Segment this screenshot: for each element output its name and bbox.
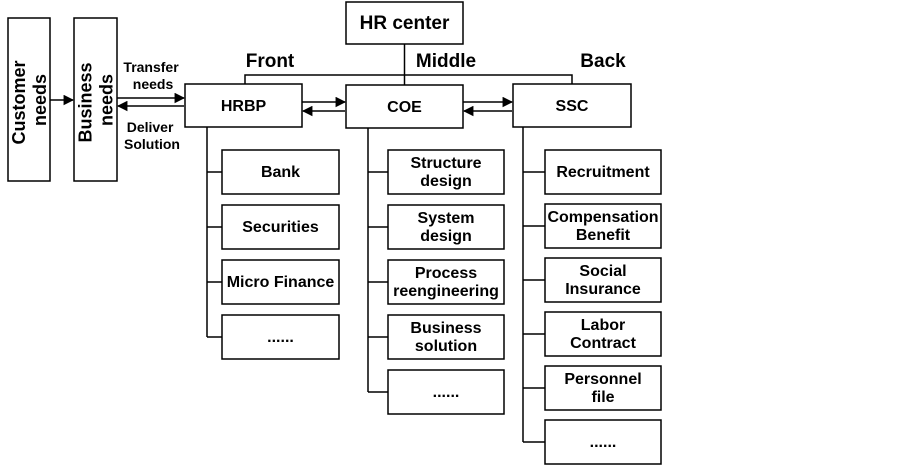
ssc-item-box (544, 257, 662, 303)
tier-label-middle: Middle (416, 51, 476, 72)
hrbp-box (184, 83, 303, 128)
hrbp-item-box (221, 204, 340, 250)
hr-center-branch (244, 74, 573, 85)
hrbp-item-box (221, 314, 340, 360)
ssc-item-box (544, 419, 662, 465)
ssc-item-box (544, 149, 662, 195)
coe-item-box (387, 314, 505, 360)
transfer-needs-label: Transfer needs (123, 59, 182, 92)
coe-item-box (387, 149, 505, 195)
hr-center-label: HR center (360, 13, 450, 34)
customer-needs-box (7, 17, 51, 182)
ssc-label: SSC (556, 98, 589, 115)
tier-label-front: Front (246, 51, 295, 72)
hrbp-item-label: Bank (261, 164, 300, 181)
deliver-solution-label: Deliver Solution (124, 119, 180, 152)
hrbp-item-label: Micro Finance (227, 274, 335, 291)
coe-label: COE (387, 99, 422, 116)
hr-center-box (345, 1, 464, 45)
coe-item-box (387, 204, 505, 250)
business-needs-label: Business needs (76, 57, 117, 142)
hrbp-label: HRBP (221, 98, 267, 115)
ssc-item-box (544, 365, 662, 411)
hrbp-item-label: ...... (267, 329, 294, 346)
coe-item-label: ...... (433, 384, 460, 401)
business-needs-box (73, 17, 118, 182)
ssc-item-box (544, 203, 662, 249)
ssc-item-label: Recruitment (556, 164, 650, 181)
coe-item-box (387, 259, 505, 305)
hrbp-item-box (221, 259, 340, 305)
customer-needs-label: Customer needs (9, 55, 50, 144)
tier-label-back: Back (580, 51, 626, 72)
hrbp-item-label: Securities (242, 219, 319, 236)
coe-item-box (387, 369, 505, 415)
hrbp-item-box (221, 149, 340, 195)
ssc-item-label: ...... (590, 434, 617, 451)
ssc-item-box (544, 311, 662, 357)
